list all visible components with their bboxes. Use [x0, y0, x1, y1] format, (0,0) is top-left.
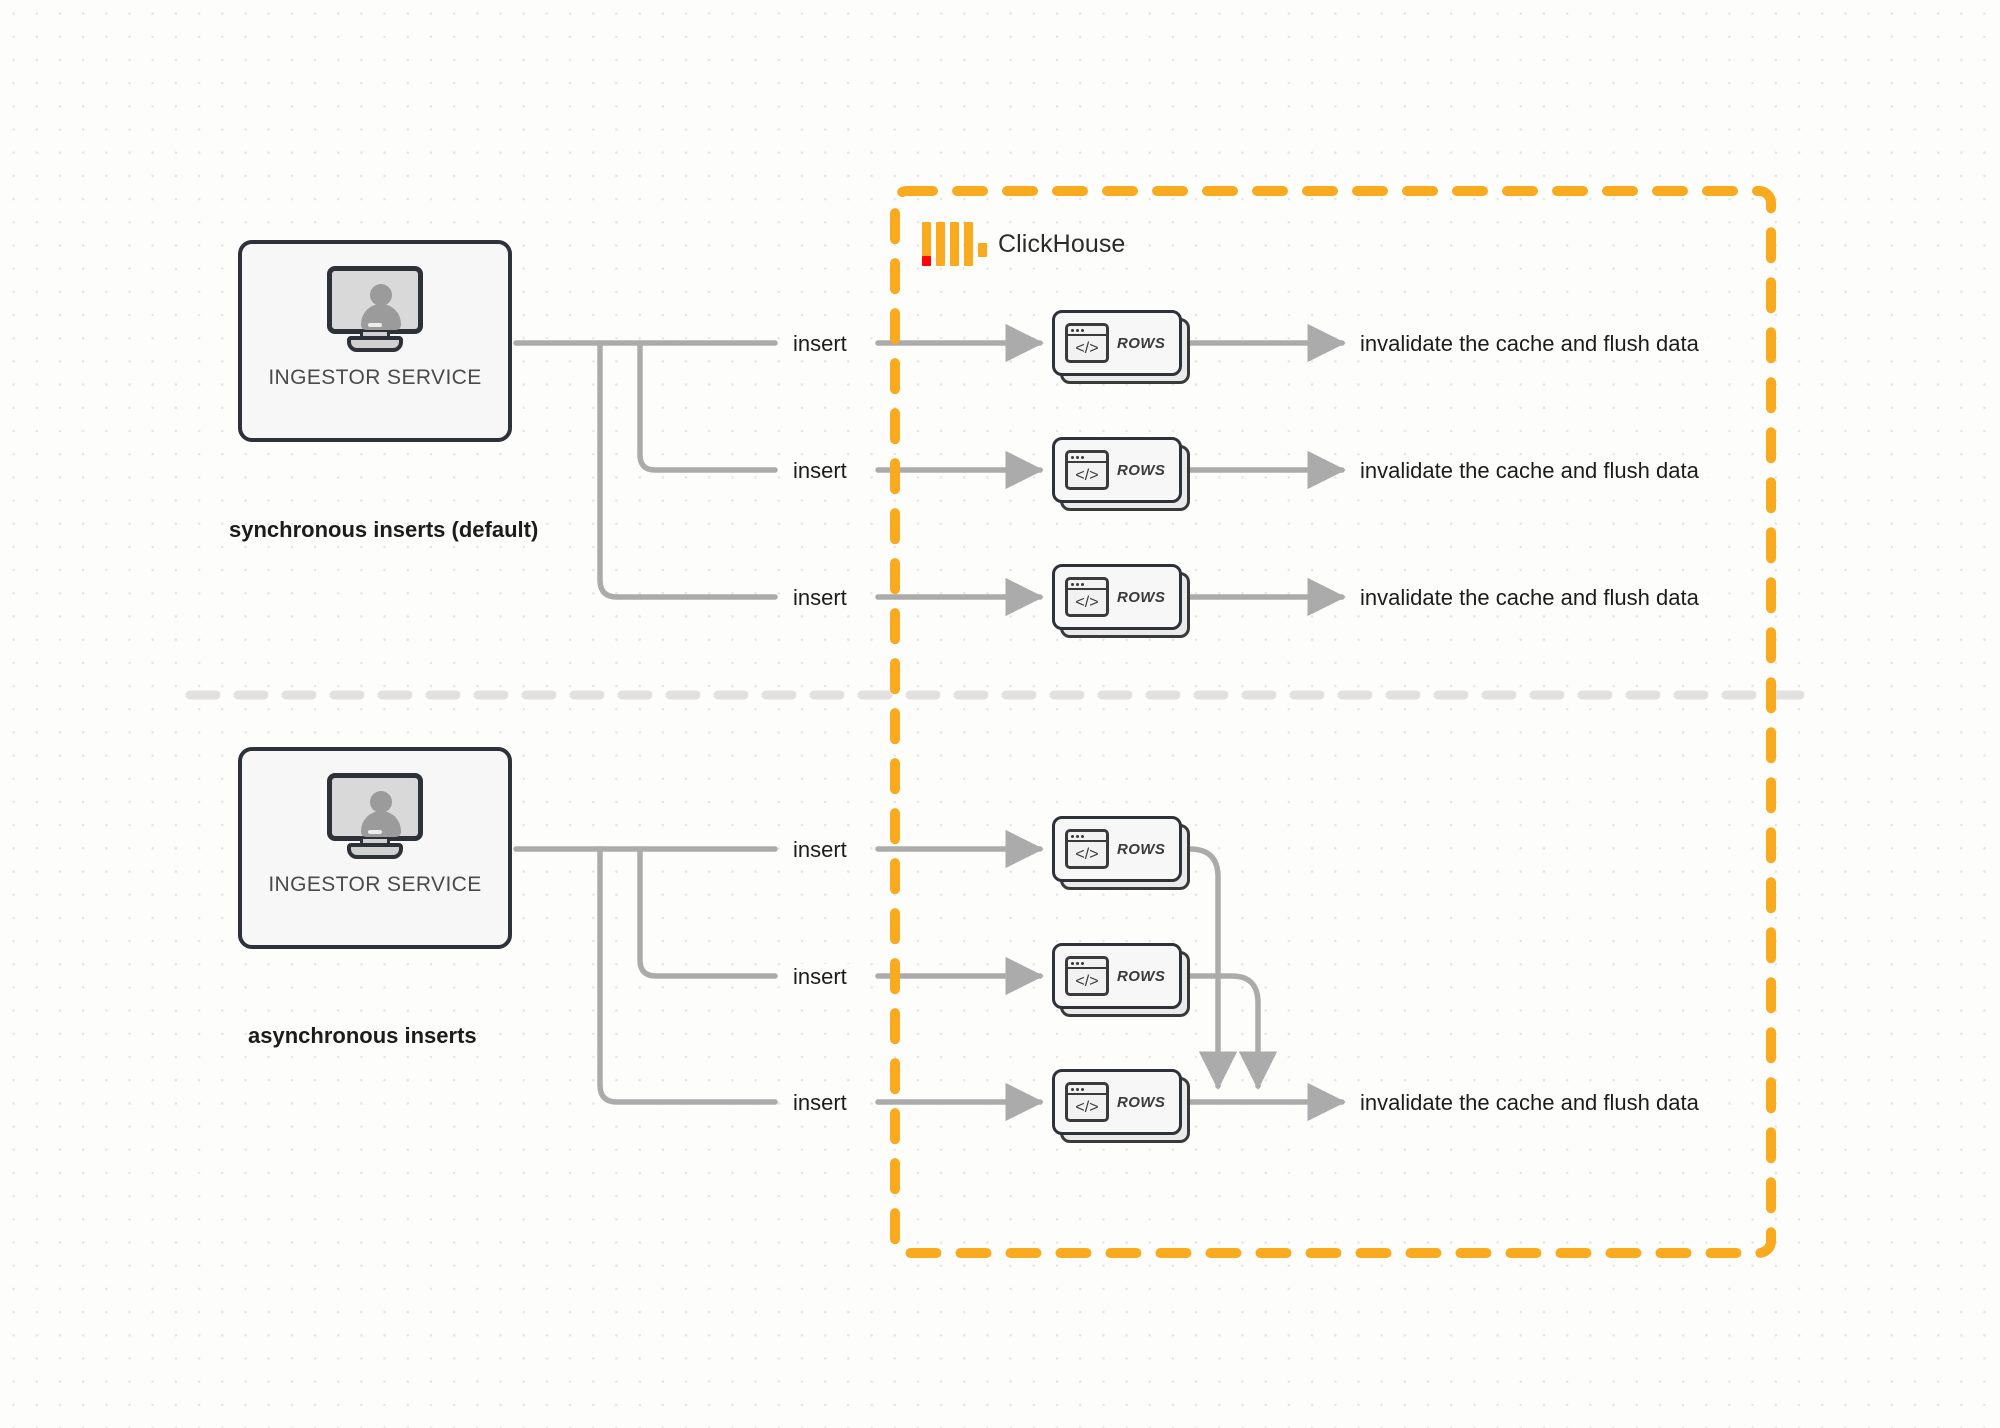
- code-glyph: </>: [1075, 845, 1099, 863]
- async-rows-card-1-label: ROWS: [1117, 840, 1166, 858]
- clickhouse-brand: ClickHouse: [922, 222, 1125, 266]
- async-section-caption: asynchronous inserts: [248, 1023, 477, 1048]
- sync-rows-card-2[interactable]: </> ROWS: [1052, 437, 1190, 511]
- async-rows-card-1[interactable]: </> ROWS: [1052, 816, 1190, 890]
- async-edge-label-insert-2: insert: [785, 964, 855, 990]
- code-window-icon: </>: [1065, 323, 1109, 363]
- async-rows-card-2[interactable]: </> ROWS: [1052, 943, 1190, 1017]
- code-glyph: </>: [1075, 466, 1099, 484]
- sync-ingestor-service-node[interactable]: INGESTOR SERVICE: [238, 240, 512, 442]
- clickhouse-logo-icon: [922, 222, 987, 266]
- async-edge-label-insert-3: insert: [785, 1090, 855, 1116]
- sync-rows-card-1[interactable]: </> ROWS: [1052, 310, 1190, 384]
- async-rows-card-2-label: ROWS: [1117, 967, 1166, 985]
- code-glyph: </>: [1075, 972, 1099, 990]
- async-ingestor-service-node[interactable]: INGESTOR SERVICE: [238, 747, 512, 949]
- code-window-icon: </>: [1065, 450, 1109, 490]
- sync-section-caption: synchronous inserts (default): [229, 517, 539, 542]
- async-merged-outcome-label: invalidate the cache and flush data: [1352, 1090, 1707, 1116]
- sync-edge-label-insert-1: insert: [785, 331, 855, 357]
- sync-outcome-label-2: invalidate the cache and flush data: [1352, 458, 1707, 484]
- clickhouse-label: ClickHouse: [998, 229, 1126, 258]
- sync-edge-label-insert-3: insert: [785, 585, 855, 611]
- sync-rows-card-2-label: ROWS: [1117, 461, 1166, 479]
- code-window-icon: </>: [1065, 956, 1109, 996]
- code-glyph: </>: [1075, 1098, 1099, 1116]
- async-rows-card-3-label: ROWS: [1117, 1093, 1166, 1111]
- sync-edge-label-insert-2: insert: [785, 458, 855, 484]
- sync-rows-card-1-label: ROWS: [1117, 334, 1166, 352]
- code-window-icon: </>: [1065, 577, 1109, 617]
- clickhouse-boundary: [890, 186, 1776, 1258]
- code-glyph: </>: [1075, 593, 1099, 611]
- async-rows-card-3[interactable]: </> ROWS: [1052, 1069, 1190, 1143]
- sync-outcome-label-1: invalidate the cache and flush data: [1352, 331, 1707, 357]
- async-edge-label-insert-1: insert: [785, 837, 855, 863]
- sync-rows-card-3[interactable]: </> ROWS: [1052, 564, 1190, 638]
- code-window-icon: </>: [1065, 829, 1109, 869]
- monitor-user-icon: [327, 266, 423, 352]
- sync-rows-card-3-label: ROWS: [1117, 588, 1166, 606]
- async-ingestor-label: INGESTOR SERVICE: [268, 873, 482, 896]
- code-glyph: </>: [1075, 339, 1099, 357]
- monitor-user-icon: [327, 773, 423, 859]
- code-window-icon: </>: [1065, 1082, 1109, 1122]
- sync-ingestor-label: INGESTOR SERVICE: [268, 366, 482, 389]
- sync-outcome-label-3: invalidate the cache and flush data: [1352, 585, 1707, 611]
